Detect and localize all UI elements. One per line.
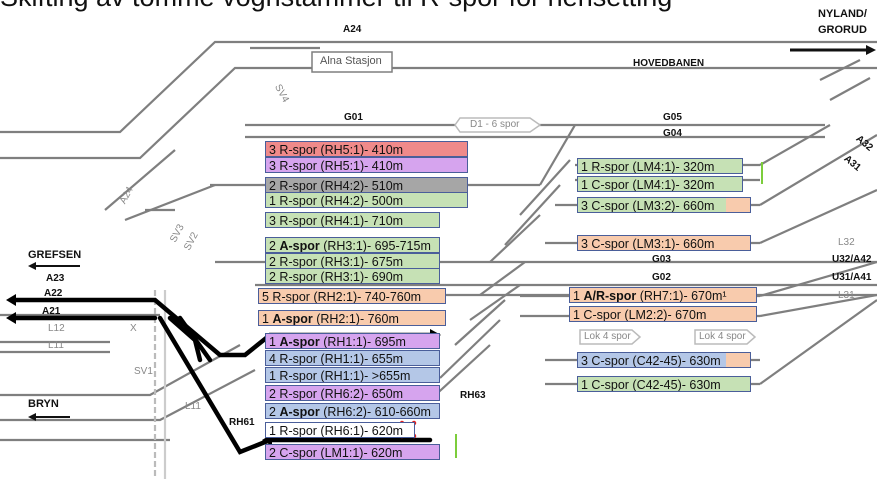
track-label: 2 R-spor (RH6:2)- 650m (269, 387, 404, 401)
left-track-box: 3 R-spor (RH5:1)- 410m (265, 141, 468, 157)
track-label-post: (RH1:1)- 695m (319, 335, 406, 349)
left-track-box: 2 A-spor (RH6:2)- 610-660m (265, 403, 440, 419)
track-label-post: (RH7:1)- 670m¹ (636, 289, 727, 303)
track-label-post: (RH2:1)- 760m (312, 312, 399, 326)
diagram-title: Skifting av tomme vognstammer til R-spor… (0, 0, 672, 13)
right-track-box: 1 C-spor (LM4:1)- 320m (577, 176, 743, 192)
track-label-bold: A/R-spor (583, 289, 637, 303)
left-track-box: 3 R-spor (RH4:1)- 710m (265, 212, 440, 228)
track-label: 4 R-spor (RH1:1)- 655m (269, 352, 404, 366)
track-label: 3 C-spor (C42-45)- 630m (581, 354, 721, 368)
left-track-box: 2 R-spor (RH4:2)- 510m (265, 177, 468, 193)
left-track-box: 5 R-spor (RH2:1)- 740-760m (258, 288, 446, 304)
left-track-box: 1 R-spor (RH4:2)- 500m (265, 192, 468, 208)
track-label-pre: 1 (262, 312, 273, 326)
label-nyland: NYLAND/ (818, 8, 867, 20)
track-label-pre: 1 (269, 335, 280, 349)
right-track-box: 1 R-spor (LM4:1)- 320m (577, 158, 743, 174)
right-track-box: 3 C-spor (LM3:1)- 660m (577, 235, 751, 251)
left-track-box: 4 R-spor (RH1:1)- 655m (265, 350, 440, 366)
track-label: 2 R-spor (RH3:1)- 675m (269, 255, 404, 269)
track-label: 1 R-spor (LM4:1)- 320m (581, 160, 715, 174)
label-lok4-b: Lok 4 spor (699, 331, 746, 342)
label-g04: G04 (663, 128, 682, 139)
label-l32: L32 (838, 237, 855, 248)
track-label-bold: A-spor (279, 405, 320, 419)
label-a22: A22 (44, 288, 63, 299)
track-label: 1 C-spor (LM2:2)- 670m (573, 308, 707, 322)
label-d1: D1 - 6 spor (470, 119, 520, 130)
alna-box (311, 51, 393, 73)
track-label-bold: A-spor (272, 312, 313, 326)
track-label: 1 R-spor (RH1:1)- >655m (269, 369, 411, 383)
track-label-post: (RH6:2)- 610-660m (319, 405, 431, 419)
track-label: 3 R-spor (RH4:1)- 710m (269, 214, 404, 228)
track-label: 1 R-spor (RH4:2)- 500m (269, 194, 404, 208)
track-label: 3 C-spor (LM3:2)- 660m (581, 199, 715, 213)
label-hovedbanen: HOVEDBANEN (633, 58, 705, 69)
lok4b-box (694, 329, 757, 345)
label-l31: L31 (838, 290, 855, 301)
label-l12: L12 (48, 323, 65, 334)
label-u31: U31/A41 (832, 272, 872, 283)
track-label-bold: A-spor (279, 239, 320, 253)
right-track-box: 3 C-spor (C42-45)- 630m (577, 352, 751, 368)
left-track-box: 2 R-spor (RH6:2)- 650m (265, 385, 440, 401)
label-rh61: RH61 (229, 417, 255, 428)
track-label: 2 R-spor (RH4:2)- 510m (269, 179, 404, 193)
route-arrow-left-a21 (6, 312, 16, 324)
label-sv1: SV1 (134, 366, 153, 377)
label-x: X (130, 323, 137, 334)
left-track-box: 2 C-spor (LM1:1)- 620m (265, 444, 440, 460)
label-a21: A21 (42, 306, 61, 317)
track-lines (0, 40, 877, 479)
label-grefsen: GREFSEN (28, 249, 82, 261)
left-track-box: 2 R-spor (RH3:1)- 675m (265, 253, 440, 269)
lok4a-box (579, 329, 642, 345)
track-label: 5 R-spor (RH2:1)- 740-760m (262, 290, 422, 304)
track-label-pre: 2 (269, 239, 280, 253)
label-g02: G02 (652, 272, 671, 283)
label-rh63: RH63 (460, 390, 486, 401)
label-a24-top: A24 (343, 24, 362, 35)
track-label: 3 R-spor (RH5:1)- 410m (269, 159, 404, 173)
track-label: 3 R-spor (RH5:1)- 410m (269, 143, 404, 157)
left-track-box: 2 A-spor (RH3:1)- 695-715m (265, 237, 440, 253)
right-track-box: 1 A/R-spor (RH7:1)- 670m¹ (569, 287, 757, 303)
label-g03: G03 (652, 254, 671, 265)
track-label: 1 R-spor (RH6:1)- 620m (269, 424, 404, 438)
right-track-box: 3 C-spor (LM3:2)- 660m (577, 197, 751, 213)
track-label-pre: 2 (269, 405, 280, 419)
left-track-box: 3 R-spor (RH5:1)- 410m (265, 157, 468, 173)
left-track-box: 1 A-spor (RH1:1)- 695m (265, 333, 440, 349)
track-label-pre: 1 (573, 289, 584, 303)
track-label: 1 C-spor (LM4:1)- 320m (581, 178, 715, 192)
left-track-box: 1 R-spor (RH1:1)- >655m (265, 367, 440, 383)
left-track-box: 1 R-spor (RH6:1)- 620m (265, 422, 415, 438)
left-track-box: 2 R-spor (RH3:1)- 690m (265, 268, 440, 284)
label-l11-b: L11 (185, 401, 201, 412)
label-g01: G01 (344, 112, 363, 123)
left-track-box: 1 A-spor (RH2:1)- 760m (258, 310, 446, 326)
buffer-stops (455, 162, 763, 458)
right-track-box: 1 C-spor (C42-45)- 630m (577, 376, 751, 392)
track-label: 2 R-spor (RH3:1)- 690m (269, 270, 404, 284)
route-arrow-left-a22 (6, 294, 16, 306)
d1-arrow-box (454, 117, 542, 133)
label-l11-a: L11 (48, 340, 64, 351)
track-label-bold: A-spor (279, 335, 320, 349)
label-grorud: GRORUD (818, 24, 867, 36)
label-lok4-a: Lok 4 spor (584, 331, 631, 342)
track-label: 1 C-spor (C42-45)- 630m (581, 378, 721, 392)
track-label-post: (RH3:1)- 695-715m (319, 239, 431, 253)
label-u32: U32/A42 (832, 254, 872, 265)
label-g05: G05 (663, 112, 682, 123)
track-label: 3 C-spor (LM3:1)- 660m (581, 237, 715, 251)
label-bryn: BRYN (28, 398, 59, 410)
label-alna: Alna Stasjon (320, 55, 382, 67)
right-track-box: 1 C-spor (LM2:2)- 670m (569, 306, 757, 322)
label-a23: A23 (46, 273, 65, 284)
track-label: 2 C-spor (LM1:1)- 620m (269, 446, 403, 460)
